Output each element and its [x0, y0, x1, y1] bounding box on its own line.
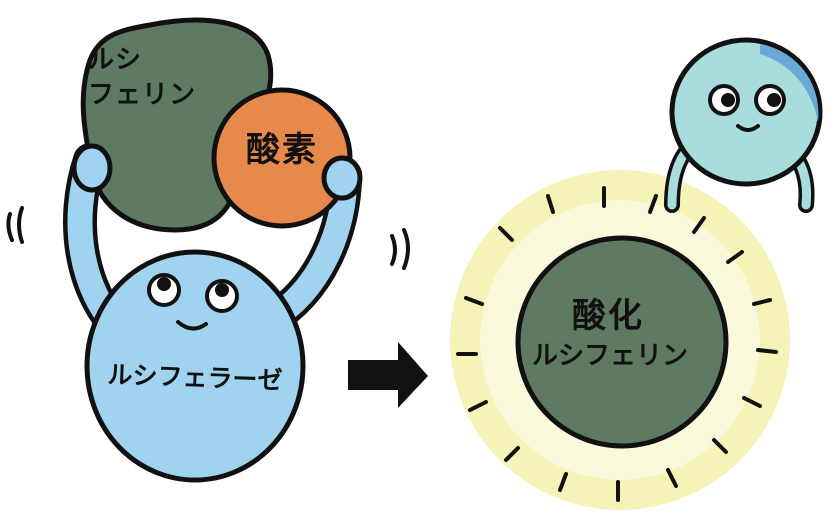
light-ray: [666, 468, 678, 488]
oxygen-label: 酸素: [246, 130, 318, 170]
small-character-pupil-right: [767, 93, 781, 107]
light-ray: [498, 226, 514, 242]
luciferase-right-hand: [321, 155, 363, 201]
luciferase-body: [84, 249, 306, 483]
light-ray: [464, 296, 484, 306]
light-ray: [558, 472, 568, 492]
small-character-mouth: [736, 124, 760, 132]
light-ray: [648, 194, 658, 214]
light-ray: [756, 348, 778, 354]
arrow: [348, 342, 428, 408]
small-character-shade: [760, 44, 819, 122]
light-ray: [504, 446, 520, 462]
luciferin-label: ルシ フェリン: [88, 46, 238, 109]
light-ray: [752, 298, 772, 306]
oxidized-luciferin-label-line1: 酸化: [572, 296, 644, 336]
light-ray: [726, 250, 744, 264]
oxidized-luciferin-label-line2: ルシフェリン: [531, 341, 688, 371]
luciferase-hands: [71, 143, 363, 201]
light-rays: [456, 186, 778, 502]
light-ray: [692, 216, 706, 234]
small-character-pupil-left: [721, 93, 735, 107]
motion-mark: [6, 212, 14, 242]
luciferin-label-line1: ルシ: [88, 45, 143, 75]
motion-mark: [390, 234, 397, 266]
motion-marks: [6, 206, 410, 270]
motion-mark: [17, 206, 24, 244]
light-ray: [546, 194, 555, 214]
small-character: [664, 37, 823, 213]
motion-mark: [402, 228, 410, 270]
luciferase-left-hand: [71, 143, 113, 193]
luciferin-label-line2: フェリン: [88, 79, 197, 110]
light-ray: [468, 400, 488, 412]
light-ray: [712, 438, 728, 454]
light-ray: [742, 396, 762, 408]
oxidized-luciferin-ball: [515, 235, 729, 449]
luciferase-mouth: [176, 320, 208, 331]
luciferase-pupil-left: [157, 277, 171, 291]
luciferase-pupil-right: [215, 283, 229, 297]
small-character-body: [669, 37, 823, 187]
